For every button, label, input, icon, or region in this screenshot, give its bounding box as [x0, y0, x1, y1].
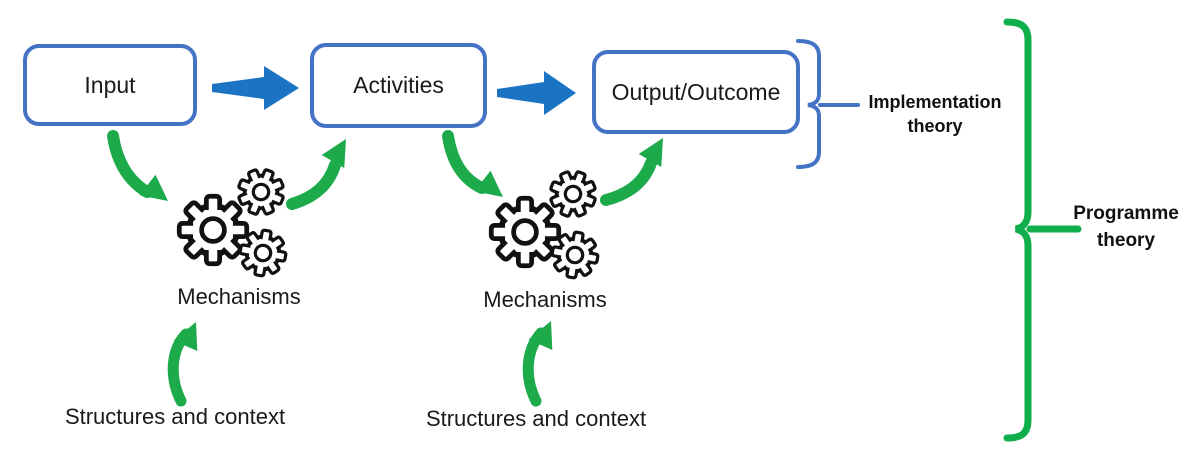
curved-arrow-structures-to-mechanisms-1	[167, 316, 208, 407]
programme-theory-label: Programme theory	[1073, 203, 1179, 251]
mechanisms-label: Mechanisms	[177, 284, 301, 309]
curved-arrow-input-to-mechanisms	[107, 130, 177, 212]
output-outcome-box-label: Output/Outcome	[611, 78, 781, 105]
input-box: Input	[23, 44, 197, 126]
activities-box: Activities	[310, 43, 487, 128]
gears-icon	[491, 162, 605, 283]
structures-context-label: Structures and context	[425, 406, 647, 431]
curved-arrow-mechanisms-to-output	[600, 131, 675, 206]
flow-arrow-activities-to-output	[497, 71, 576, 115]
flow-arrow-input-to-activities	[212, 66, 299, 110]
curved-arrow-structures-to-mechanisms-2	[522, 315, 563, 407]
programme-theory-bracket	[1003, 18, 1082, 442]
structures-context-label: Structures and context	[64, 404, 286, 429]
mechanisms-label: Mechanisms	[483, 287, 607, 312]
curved-arrow-activities-to-mechanisms	[442, 130, 512, 208]
activities-box-label: Activities	[353, 72, 444, 98]
gears-icon	[179, 160, 293, 281]
input-box-label: Input	[84, 71, 136, 98]
implementation-theory-bracket	[796, 39, 860, 169]
implementation-theory-label: Implementation theory	[868, 92, 1002, 136]
curved-arrow-mechanisms-to-activities	[286, 132, 358, 210]
output-outcome-box: Output/Outcome	[592, 50, 800, 134]
